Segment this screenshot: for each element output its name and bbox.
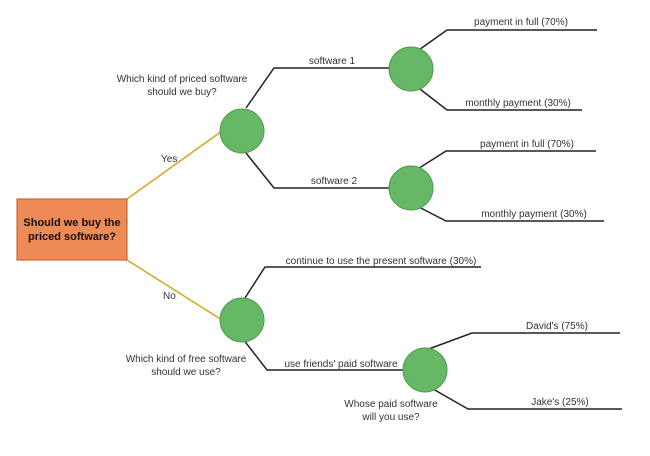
- s2-full-branch-line: [412, 150, 596, 173]
- chance-node-software1[interactable]: [388, 46, 434, 92]
- software1-label: software 1: [309, 56, 356, 67]
- s2-monthly-branch-line: [412, 203, 604, 222]
- free-question-line2: should we use?: [151, 367, 221, 378]
- root-decision-text-line2: priced software?: [28, 231, 116, 243]
- yes-connector: [126, 130, 223, 200]
- chance-node-friends[interactable]: [402, 347, 448, 393]
- jakes-label: Jake's (25%): [531, 397, 589, 408]
- root-decision-node[interactable]: [17, 199, 127, 260]
- s1-full-branch-line: [415, 29, 597, 53]
- whose-question-line2: will you use?: [361, 412, 420, 423]
- yes-label: Yes: [161, 154, 177, 165]
- s1-full-label: payment in full (70%): [474, 17, 568, 28]
- s1-monthly-label: monthly payment (30%): [465, 98, 571, 109]
- davids-branch-line: [425, 332, 620, 351]
- friends-branch-line: [242, 338, 403, 371]
- software2-label: software 2: [311, 176, 358, 187]
- continue-label: continue to use the present software (30…: [286, 256, 477, 267]
- whose-question-line1: Whose paid software: [344, 399, 438, 410]
- s2-full-label: payment in full (70%): [480, 139, 574, 150]
- root-decision-text-line1: Should we buy the: [23, 217, 120, 229]
- free-question-line1: Which kind of free software: [126, 354, 247, 365]
- root-decision-node-border: [16, 198, 128, 261]
- priced-question-line1: Which kind of priced software: [117, 74, 248, 85]
- continue-branch-line: [242, 266, 481, 302]
- chance-node-priced[interactable]: [219, 108, 265, 154]
- s2-monthly-label: monthly payment (30%): [481, 209, 587, 220]
- chance-node-software2[interactable]: [388, 165, 434, 211]
- davids-label: David's (75%): [526, 321, 588, 332]
- chance-node-free[interactable]: [219, 297, 265, 343]
- no-connector: [126, 259, 223, 321]
- priced-question-line2: should we buy?: [147, 87, 217, 98]
- jakes-branch-line: [425, 384, 622, 410]
- software1-branch-line: [245, 67, 393, 109]
- friends-label: use friends' paid software: [284, 359, 398, 370]
- software2-branch-line: [245, 152, 391, 189]
- s1-monthly-branch-line: [415, 85, 582, 111]
- no-label: No: [163, 291, 176, 302]
